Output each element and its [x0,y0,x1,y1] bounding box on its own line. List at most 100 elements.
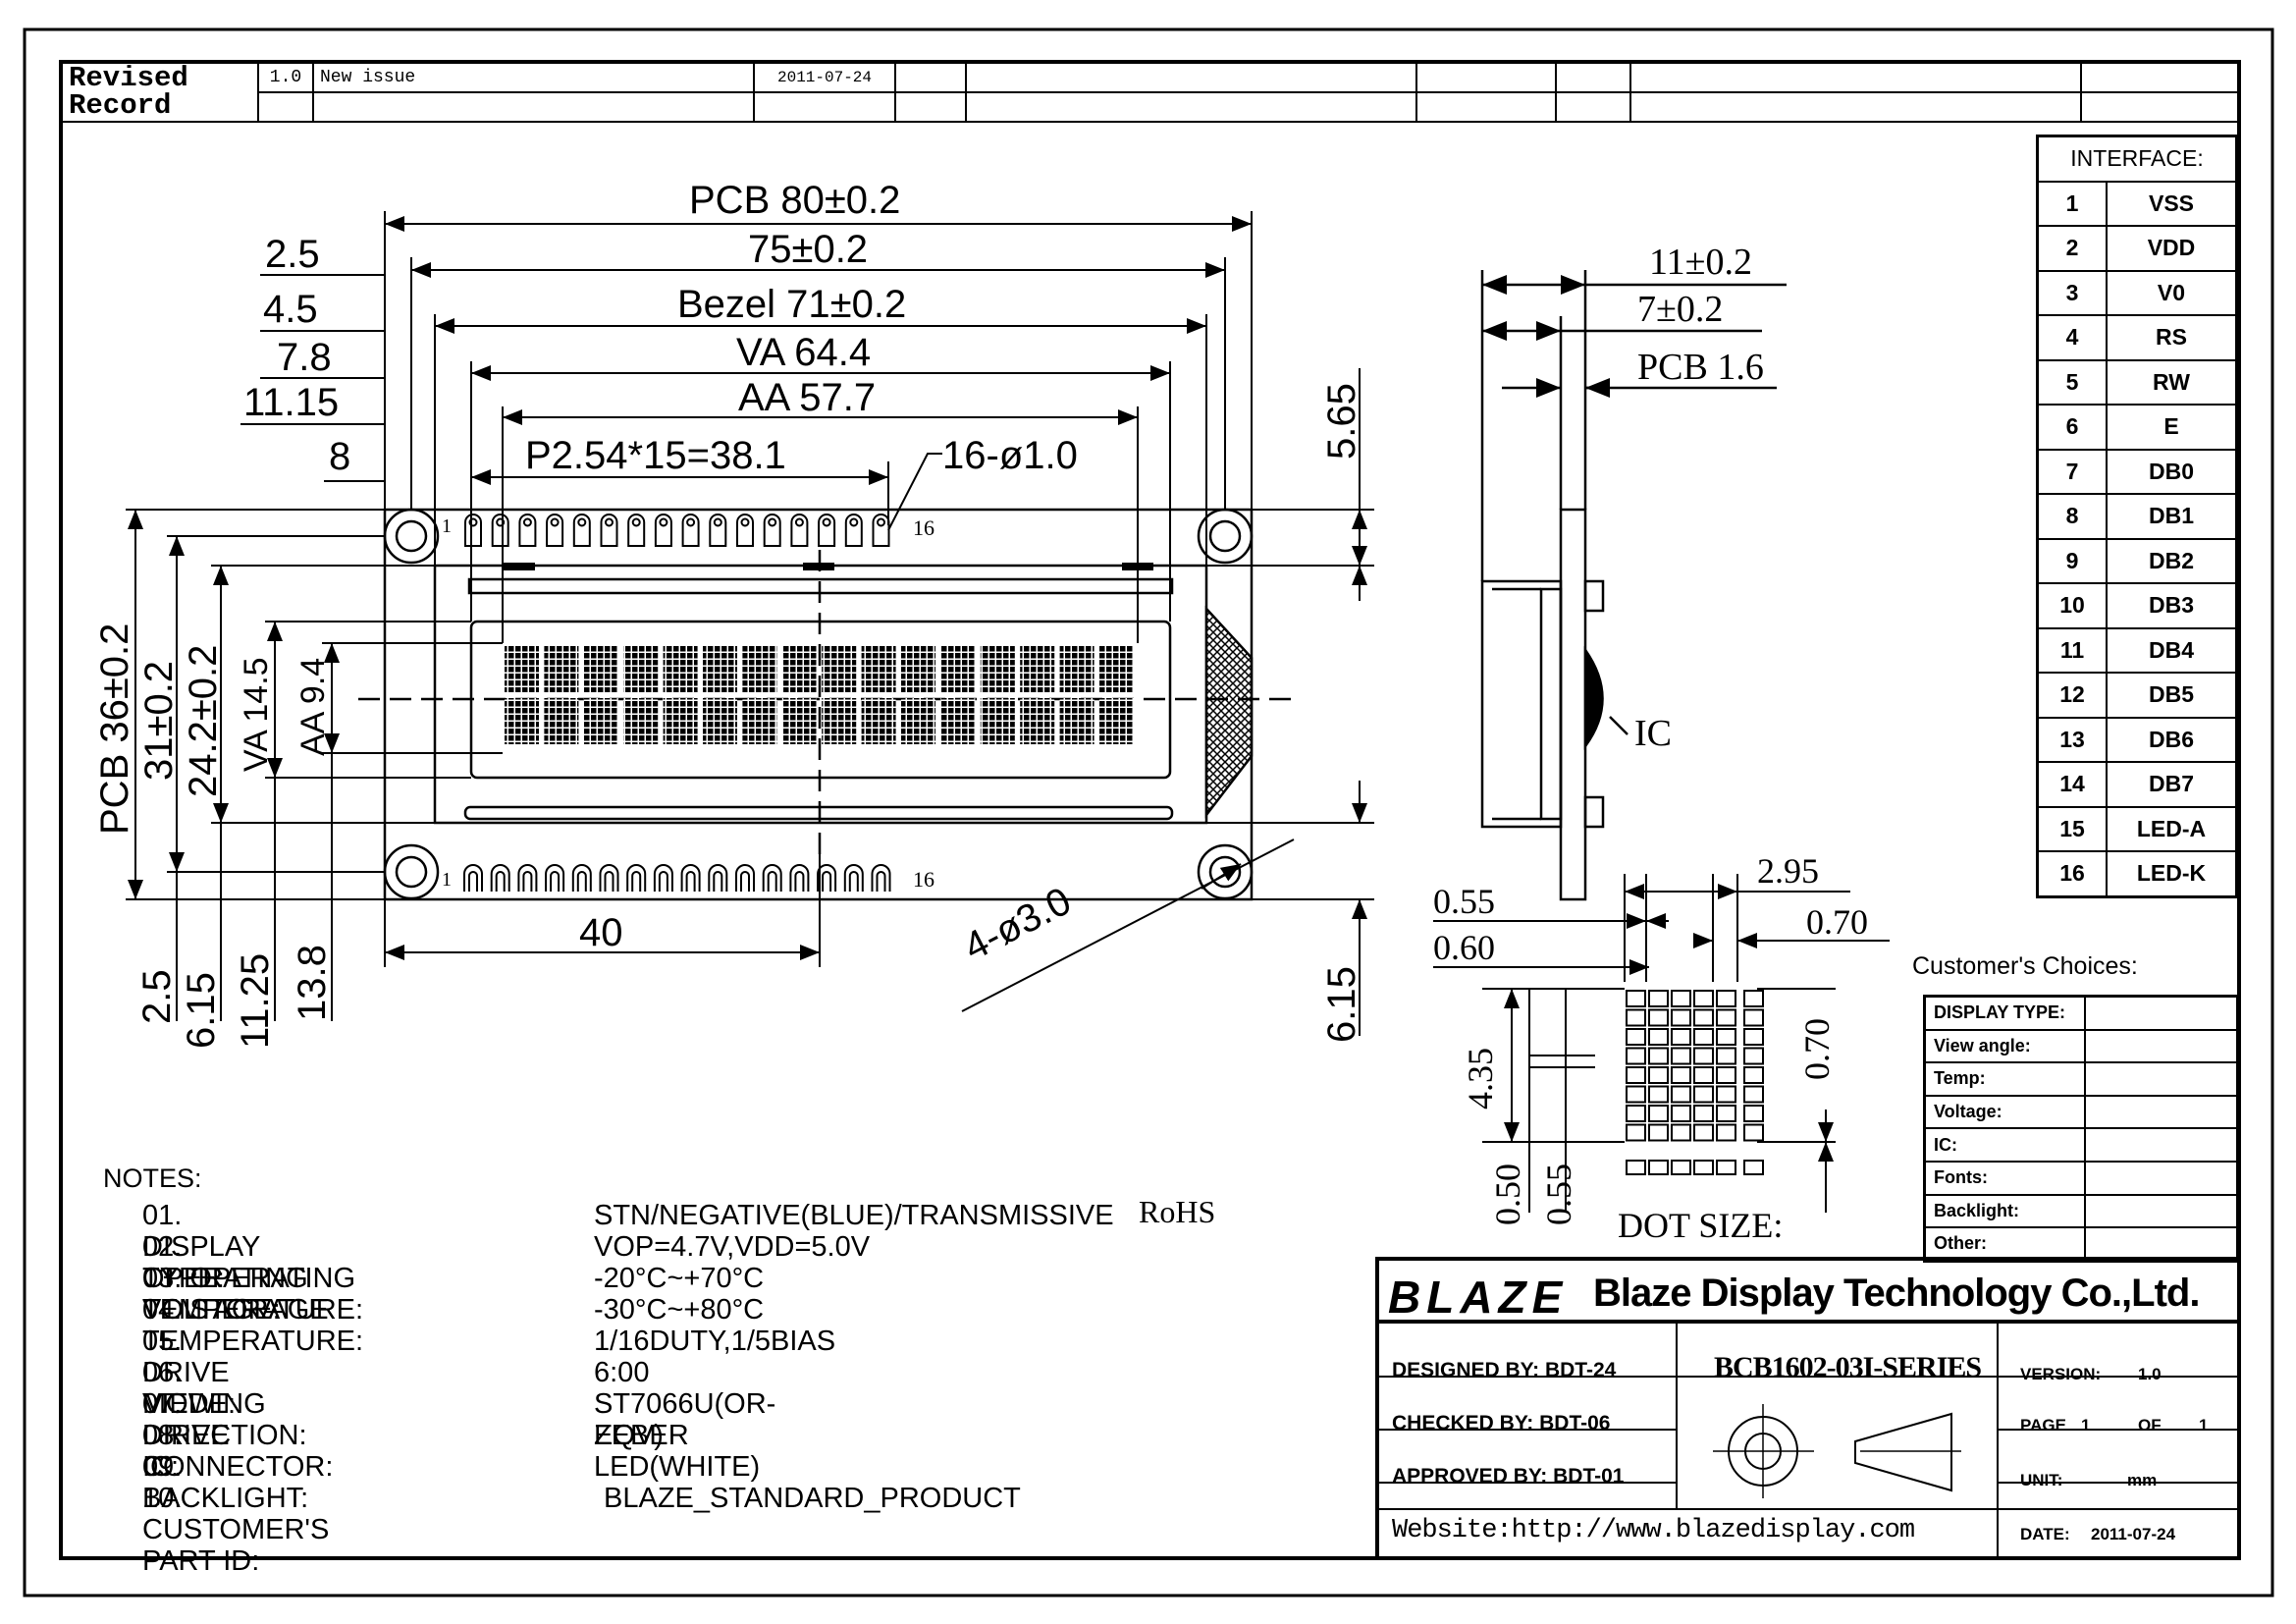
pin-number: 6 [2036,404,2108,451]
bottom-2-5: 2.5 [135,969,179,1024]
character-cell [901,698,935,744]
pin-number: 12 [2036,672,2108,719]
top-pin-hole [605,517,614,527]
pitch-label: P2.54*15=38.1 [525,434,786,477]
dot-cell [1743,1028,1764,1046]
approved-by: APPROVED BY: BDT-01 [1392,1465,1625,1488]
dot-cell [1743,1066,1764,1084]
pin-number: 10 [2036,582,2108,629]
customer-row-value[interactable] [2084,1226,2239,1263]
dot-cell [1716,1008,1736,1027]
va-label: VA 64.4 [736,331,872,374]
bottom-pin [517,864,538,892]
dot-cell [1648,1123,1669,1142]
bottom-pin-inner [767,871,777,892]
rohs-mark: RoHS [1139,1194,1216,1229]
pin-name: VDD [2106,225,2238,272]
pad-marker [803,563,834,570]
top-pin-hole [468,517,478,527]
pin-number: 15 [2036,805,2108,852]
character-cell [822,698,857,744]
pin-name: LED-K [2106,850,2238,897]
of-label: OF [2138,1416,2162,1435]
bottom-pin [680,864,701,892]
page-label: PAGE [2020,1416,2066,1435]
bottom-pin [871,864,891,892]
dot-295: 2.95 [1757,851,1819,891]
note-key: 07. DRIVE IC: [142,1388,230,1483]
customer-row-value[interactable] [2084,1028,2239,1064]
dot-cell [1626,1105,1646,1122]
note-value: STN/NEGATIVE(BLUE)/TRANSMISSIVE [594,1200,1114,1231]
side-module-label: 7±0.2 [1637,289,1724,330]
dot-cell [1626,1008,1646,1027]
cursor-dot [1671,1160,1691,1175]
character-cell [1020,698,1055,744]
dot-cell [1671,1066,1691,1084]
top-pin [572,514,591,547]
bottom-pin [843,864,864,892]
dot-cell [1648,1105,1669,1122]
customer-row-value[interactable] [2084,995,2239,1031]
dot-cell [1626,1028,1646,1046]
dot-cell [1693,1066,1714,1084]
cursor-dot [1693,1160,1714,1175]
page-value: 1 [2081,1416,2091,1435]
customer-row-value[interactable] [2084,1127,2239,1163]
dim-4-5: 4.5 [263,288,318,331]
customer-row: DISPLAY TYPE: [1923,995,2239,1031]
pin-16-top: 16 [913,515,934,540]
bottom-pin [490,864,510,892]
bottom-pin-inner [876,871,886,892]
customer-row: View angle: [1923,1028,2239,1064]
pin-number: 4 [2036,314,2108,361]
dim-8: 8 [329,435,351,478]
customer-row-value[interactable] [2084,1193,2239,1229]
date-value: 2011-07-24 [2091,1525,2176,1543]
dot-cell [1648,990,1669,1007]
dot-cell [1743,1085,1764,1104]
character-cell [703,698,737,744]
top-pin-hole [822,517,831,527]
top-pin [518,514,537,547]
top-pin-hole [686,517,696,527]
pages-value: 1 [2199,1416,2209,1435]
top-pin [844,514,863,547]
dot-size-title: DOT SIZE: [1618,1206,1784,1245]
customer-row: IC: [1923,1127,2239,1163]
pad-marker [504,563,535,570]
aa-label: AA 57.7 [738,376,877,419]
bottom-pin-inner [685,871,696,892]
note-value: 6:00 [594,1357,650,1388]
right-5-65: 5.65 [1320,383,1363,460]
bottom-pin [626,864,647,892]
interface-title: INTERFACE: [2036,135,2238,183]
dot-cell [1716,1085,1736,1104]
customer-row-value[interactable] [2084,1061,2239,1097]
pin-name: V0 [2106,269,2238,316]
customer-row-value[interactable] [2084,1094,2239,1130]
part-number: BCB1602-03I-SERIES [1714,1351,1982,1383]
pin-name: RS [2106,314,2238,361]
customer-title: Customer's Choices: [1912,952,2138,980]
note-value: -30°C~+80°C [594,1294,765,1326]
customer-row: Fonts: [1923,1160,2239,1196]
dot-cell [1693,1123,1714,1142]
note-key: 01. DISPLAY TYPE: [142,1200,260,1294]
dot-cell [1671,1028,1691,1046]
dot-cell [1626,1066,1646,1084]
connector-pins [463,514,1153,892]
customer-row-value[interactable] [2084,1160,2239,1196]
note-value: 1/16DUTY,1/5BIAS [594,1326,836,1357]
top-pin-hole [550,517,560,527]
bottom-pin-inner [576,871,587,892]
pin-1-top: 1 [442,515,452,537]
